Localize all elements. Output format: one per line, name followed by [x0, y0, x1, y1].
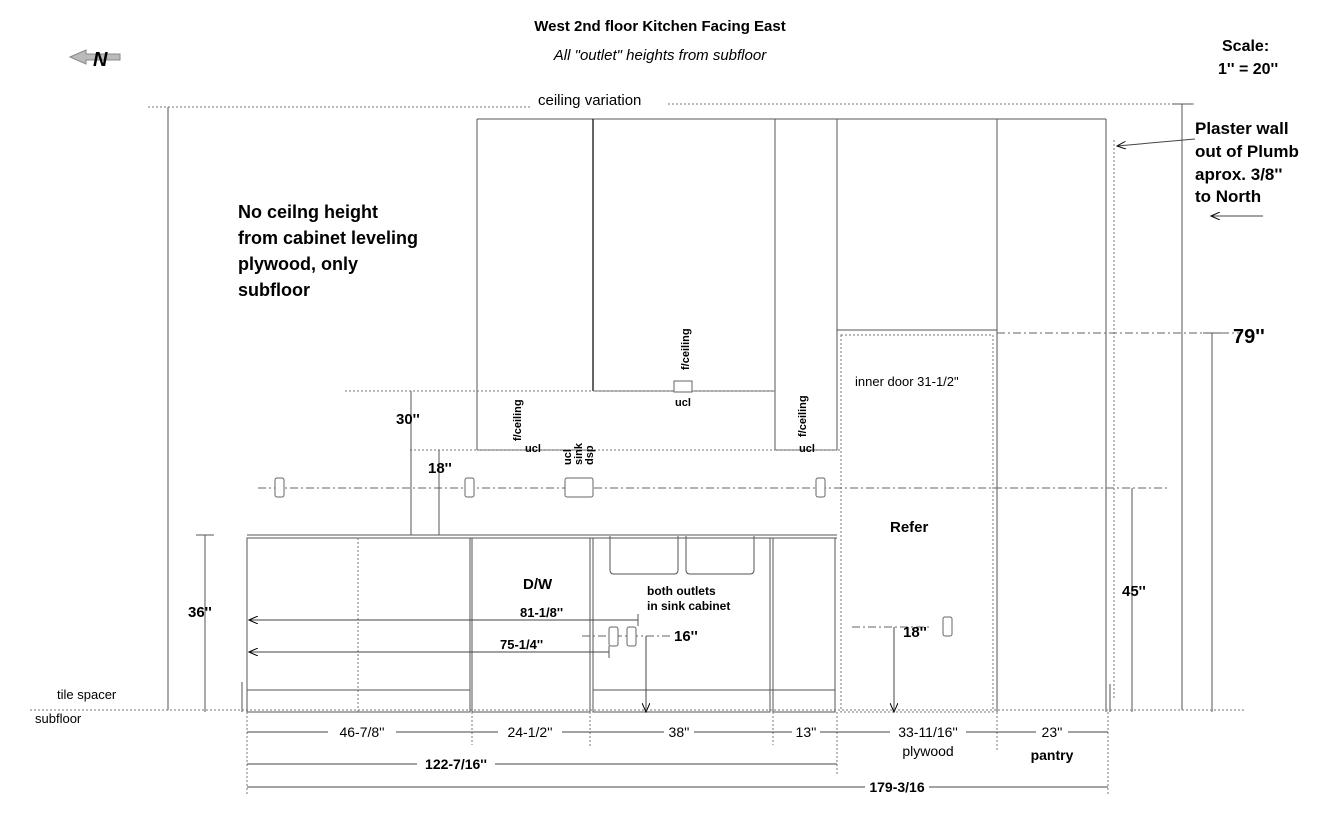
ucl-label-middle: ucl	[675, 397, 691, 409]
base-cabinets	[241, 534, 1111, 713]
north-arrow-icon: N	[68, 49, 121, 71]
outlet-icon	[815, 477, 826, 498]
height-45: 45''	[1122, 583, 1146, 600]
height-79: 79''	[1233, 326, 1265, 348]
dsp-label: dsp	[584, 445, 596, 465]
refer-label: Refer	[890, 519, 929, 536]
height-30: 30''	[396, 411, 420, 428]
tile-spacer-label: tile spacer	[57, 687, 117, 702]
ucl-label-right: ucl	[799, 443, 815, 455]
ucl-label-sink: ucl	[562, 449, 574, 465]
width-4: 13''	[796, 724, 817, 740]
note-line: from cabinet leveling	[238, 228, 418, 248]
total-width-overall: 179-3/16	[869, 779, 924, 795]
note-line: plywood, only	[238, 254, 358, 274]
drawing-subtitle: All "outlet" heights from subfloor	[553, 47, 767, 64]
height-18-refer: 18''	[903, 624, 927, 641]
outlet-icon	[464, 477, 475, 498]
outlet-icon	[274, 477, 285, 498]
sink-label: sink	[573, 442, 585, 465]
dishwasher-label: D/W	[523, 576, 553, 593]
both-outlets-note-2: in sink cabinet	[647, 599, 730, 613]
subfloor-label: subfloor	[35, 711, 82, 726]
pantry-label: pantry	[1031, 747, 1074, 763]
outlet-icon	[564, 477, 594, 498]
outlet-icon	[608, 626, 619, 647]
width-1: 46-7/8''	[339, 724, 384, 740]
ceiling-variation-label: ceiling variation	[538, 92, 641, 109]
plywood-label: plywood	[902, 743, 953, 759]
both-outlets-note: both outlets	[647, 584, 716, 598]
scale-label: Scale:	[1222, 38, 1269, 55]
drawing-title: West 2nd floor Kitchen Facing East	[534, 18, 785, 35]
distance-75: 75-1/4''	[500, 637, 543, 652]
plaster-pointer-arrow	[1117, 138, 1196, 146]
refrigerator-space	[840, 334, 994, 713]
height-36: 36''	[188, 604, 212, 621]
fceiling-label-middle: f/ceiling	[680, 328, 692, 370]
inner-door-label: inner door 31-1/2"	[855, 374, 959, 389]
upper-cabinets	[476, 118, 1107, 712]
fceiling-label-left: f/ceiling	[512, 399, 524, 441]
north-label: N	[93, 49, 108, 71]
note-line: Plaster wall	[1195, 119, 1289, 138]
note-line: subfloor	[238, 280, 310, 300]
sink-icon	[603, 534, 762, 575]
width-6: 23''	[1042, 724, 1063, 740]
scale-value: 1'' = 20''	[1218, 61, 1278, 78]
distance-81: 81-1/8''	[520, 605, 563, 620]
height-18-upper: 18''	[428, 460, 452, 477]
width-3: 38''	[669, 724, 690, 740]
width-2: 24-1/2''	[507, 724, 552, 740]
ucl-outlet-icon	[673, 380, 693, 393]
width-5: 33-11/16''	[898, 724, 958, 740]
ucl-label-left: ucl	[525, 443, 541, 455]
note-line: out of Plumb	[1195, 142, 1299, 161]
total-width-base: 122-7/16''	[425, 756, 487, 772]
plaster-wall-note: Plaster wall out of Plumb aprox. 3/8'' t…	[1195, 119, 1299, 206]
note-line: aprox. 3/8''	[1195, 165, 1282, 184]
outlet-icon	[626, 626, 637, 647]
note-line: to North	[1195, 187, 1261, 206]
fceiling-label-right: f/ceiling	[797, 395, 809, 437]
height-16: 16''	[674, 628, 698, 645]
note-line: No ceilng height	[238, 202, 378, 222]
ceiling-note: No ceilng height from cabinet leveling p…	[238, 202, 418, 300]
outlet-icon	[942, 616, 953, 637]
